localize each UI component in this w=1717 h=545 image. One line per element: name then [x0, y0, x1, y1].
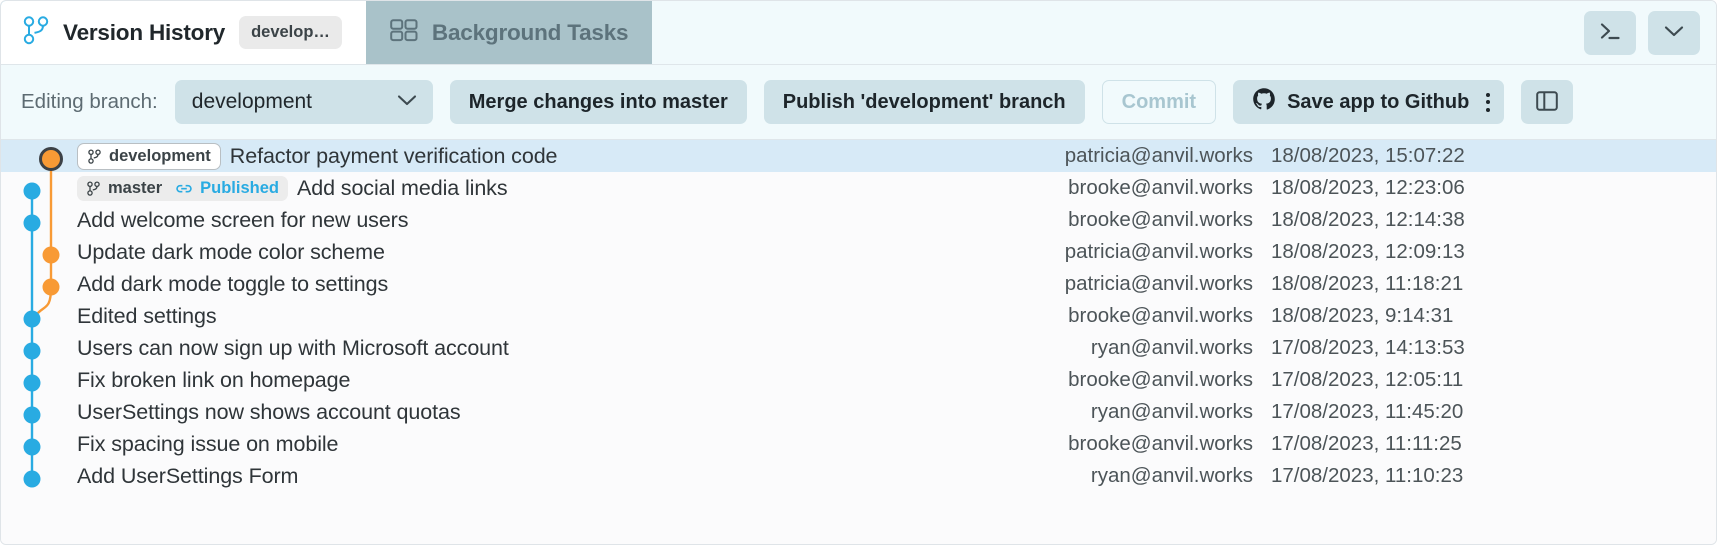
branch-tag-label: development [109, 146, 211, 165]
git-branch-icon [87, 149, 102, 164]
commit-author-email: ryan@anvil.works [1090, 336, 1253, 359]
table-row[interactable]: Users can now sign up with Microsoft acc… [1, 332, 1716, 364]
branch-select[interactable]: development [174, 80, 433, 124]
published-badge: Published [200, 178, 279, 197]
commit-message-text: Fix broken link on homepage [77, 367, 351, 392]
git-branch-icon [86, 181, 101, 196]
commit-author-email: brooke@anvil.works [1068, 432, 1253, 455]
table-row[interactable]: Edited settings brooke@anvil.works 18/08/2… [1, 300, 1716, 332]
commit-message-text: Add welcome screen for new users [77, 207, 409, 232]
commit-timestamp: 18/08/2023, 9:14:31 [1271, 304, 1454, 327]
commit-timestamp: 17/08/2023, 11:10:23 [1271, 464, 1464, 487]
tab-version-history[interactable]: Version History develop… [1, 1, 366, 64]
commit-author-email: ryan@anvil.works [1090, 464, 1253, 487]
commit-message-cell: master Published Add social media links [77, 175, 508, 201]
tab-bar-actions [1584, 1, 1716, 64]
commit-timestamp: 17/08/2023, 11:11:25 [1271, 432, 1462, 455]
editing-branch-label: Editing branch: [21, 90, 158, 113]
commit-message-cell: UserSettings now shows account quotas [77, 400, 461, 425]
chevron-down-icon [395, 92, 419, 113]
commit-timestamp: 18/08/2023, 12:14:38 [1271, 208, 1465, 231]
commit-timestamp: 17/08/2023, 11:45:20 [1271, 400, 1464, 423]
commit-message-cell: Add dark mode toggle to settings [77, 272, 388, 297]
commit-author-email: patricia@anvil.works [1064, 240, 1253, 263]
layout-panel-toggle-button[interactable] [1521, 80, 1574, 124]
commit-author-email: patricia@anvil.works [1064, 144, 1253, 167]
tab-version-history-badge: develop… [239, 16, 342, 49]
branch-select-value: development [191, 90, 313, 113]
table-row[interactable]: Update dark mode color scheme patricia@an… [1, 236, 1716, 268]
kebab-menu-icon[interactable] [1486, 92, 1491, 112]
commit-message-cell: Edited settings [77, 304, 217, 329]
commit-author-email: brooke@anvil.works [1068, 368, 1253, 391]
commit-timestamp: 17/08/2023, 14:13:53 [1271, 336, 1465, 359]
commit-author-email: brooke@anvil.works [1068, 176, 1253, 199]
commit-message-cell: Fix spacing issue on mobile [77, 431, 339, 457]
commit-author-email: brooke@anvil.works [1068, 208, 1253, 231]
commit-rows: development Refactor payment verification… [1, 140, 1716, 492]
branch-tag-label: master [108, 178, 163, 197]
commit-message-text: Edited settings [77, 303, 217, 328]
link-icon [175, 181, 193, 196]
commit-message-cell: Add welcome screen for new users [77, 207, 409, 233]
commit-message-cell: Fix broken link on homepage [77, 368, 350, 393]
tab-background-tasks-label: Background Tasks [431, 19, 629, 45]
commit-message-cell: development Refactor payment verification… [77, 142, 558, 170]
branch-tag: development [77, 142, 221, 170]
version-toolbar: Editing branch: development Merge change… [1, 65, 1716, 140]
save-to-github-label: Save app to Github [1287, 90, 1470, 113]
branch-tag: master Published [77, 175, 288, 201]
publish-branch-button[interactable]: Publish 'development' branch [763, 80, 1085, 124]
tab-bar-spacer [652, 1, 1584, 64]
tasks-panel-icon [390, 18, 418, 47]
commit-message-text: UserSettings now shows account quotas [77, 399, 461, 424]
commit-timestamp: 18/08/2023, 12:09:13 [1271, 240, 1465, 263]
collapse-panel-button[interactable] [1648, 10, 1700, 55]
commit-message-cell: Users can now sign up with Microsoft acc… [77, 336, 509, 361]
commit-author-email: brooke@anvil.works [1068, 304, 1253, 327]
layout-panel-icon [1535, 89, 1559, 116]
commit-message-text: Add dark mode toggle to settings [77, 271, 389, 296]
commit-history-list[interactable]: development Refactor payment verification… [1, 140, 1716, 544]
git-branch-icon [23, 15, 49, 50]
save-to-github-button[interactable]: Save app to Github [1233, 80, 1505, 124]
table-row[interactable]: development Refactor payment verification… [1, 140, 1716, 172]
commit-message-text: Refactor payment verification code [229, 143, 558, 168]
commit-message-text: Users can now sign up with Microsoft acc… [77, 335, 509, 360]
merge-changes-button[interactable]: Merge changes into master [449, 80, 747, 124]
commit-timestamp: 18/08/2023, 12:23:06 [1271, 176, 1465, 199]
commit-timestamp: 17/08/2023, 12:05:11 [1271, 368, 1464, 391]
commit-timestamp: 18/08/2023, 11:18:21 [1271, 272, 1464, 295]
chevron-down-icon [1661, 22, 1687, 43]
terminal-button[interactable] [1584, 10, 1636, 55]
table-row[interactable]: Add welcome screen for new users brooke@a… [1, 204, 1716, 236]
terminal-icon [1597, 20, 1623, 45]
tab-bar: Version History develop… Background Task… [1, 1, 1716, 65]
table-row[interactable]: master Published Add social media links br… [1, 172, 1716, 204]
table-row[interactable]: UserSettings now shows account quotas rya… [1, 396, 1716, 428]
commit-message-cell: Add UserSettings Form [77, 464, 298, 489]
commit-button[interactable]: Commit [1101, 80, 1217, 124]
table-row[interactable]: Add dark mode toggle to settings patricia… [1, 268, 1716, 300]
table-row[interactable]: Fix spacing issue on mobile brooke@anvil.… [1, 428, 1716, 460]
commit-message-cell: Update dark mode color scheme [77, 240, 385, 265]
tab-version-history-label: Version History [63, 19, 226, 45]
github-icon [1252, 87, 1276, 117]
table-row[interactable]: Fix broken link on homepage brooke@anvil.… [1, 364, 1716, 396]
commit-timestamp: 18/08/2023, 15:07:22 [1271, 144, 1465, 167]
commit-author-email: patricia@anvil.works [1064, 272, 1253, 295]
commit-author-email: ryan@anvil.works [1090, 400, 1253, 423]
commit-message-text: Add UserSettings Form [77, 463, 299, 488]
commit-message-text: Update dark mode color scheme [77, 239, 385, 264]
commit-message-text: Add social media links [296, 175, 508, 200]
tab-background-tasks[interactable]: Background Tasks [365, 1, 653, 64]
table-row[interactable]: Add UserSettings Form ryan@anvil.works 17/… [1, 460, 1716, 492]
commit-message-text: Fix spacing issue on mobile [77, 431, 339, 456]
